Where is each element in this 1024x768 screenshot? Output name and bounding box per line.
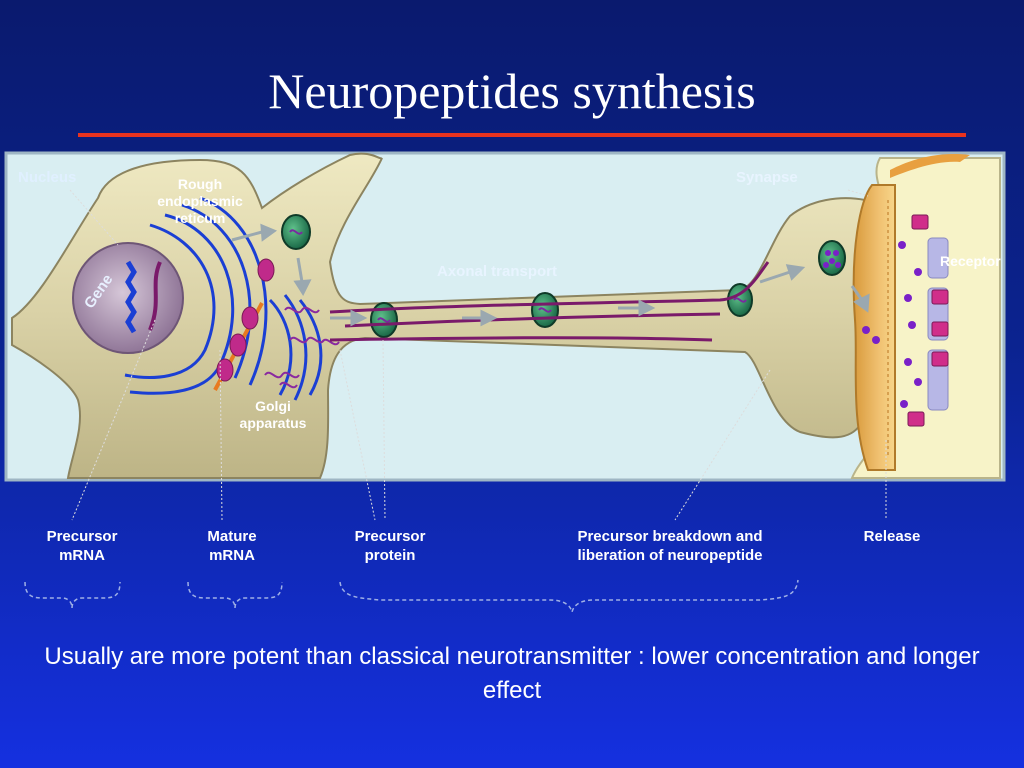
- receptor-label: Receptor: [940, 253, 1001, 269]
- step-line2: liberation of neuropeptide: [577, 547, 763, 564]
- synapse-label: Synapse: [736, 169, 798, 186]
- slide-title: Neuropeptides synthesis: [268, 63, 756, 119]
- axon-microtubules: [329, 261, 770, 342]
- title-underline: [78, 133, 966, 137]
- vesicle-cores: [289, 229, 747, 323]
- step-line1: Release: [863, 528, 921, 545]
- receptor-pads: [907, 214, 949, 427]
- step-line2: mRNA: [59, 547, 105, 564]
- leader-lines: [69, 189, 887, 521]
- neuropeptide-dots: [862, 241, 922, 408]
- bracket-braces: [24, 579, 799, 613]
- mature-mrna: [216, 258, 275, 382]
- precursor-protein-coils: [264, 306, 340, 389]
- step-breakdown-liberation: Precursor breakdown and liberation of ne…: [530, 527, 810, 565]
- step-line1: Precursor breakdown and: [577, 528, 763, 545]
- step-precursor-protein: Precursor protein: [330, 527, 450, 565]
- transport-arrows: [231, 223, 870, 327]
- step-line2: protein: [364, 547, 416, 564]
- step-precursor-mrna: Precursor mRNA: [22, 527, 142, 565]
- neuron-cell: [11, 152, 878, 479]
- step-release: Release: [842, 527, 942, 546]
- step-line1: Precursor: [46, 528, 118, 545]
- step-line1: Precursor: [354, 528, 426, 545]
- axonal-transport-label: Axonal transport: [437, 263, 558, 280]
- caption: Usually are more potent than classical n…: [44, 643, 980, 704]
- rough-er-label: Rough endoplasmic reticum: [157, 176, 243, 226]
- vesicle-peptides: [823, 250, 841, 268]
- axon-terminal: [852, 184, 896, 471]
- nucleus-label: Nucleus: [18, 169, 77, 186]
- step-mature-mrna: Mature mRNA: [172, 527, 292, 565]
- gene-dna: [125, 260, 137, 334]
- terminal-pillar: [890, 153, 970, 178]
- step-line2: mRNA: [209, 547, 255, 564]
- precursor-mrna-strand: [148, 261, 162, 331]
- step-line1: Mature: [207, 528, 257, 545]
- golgi-label: Golgi apparatus: [239, 398, 307, 431]
